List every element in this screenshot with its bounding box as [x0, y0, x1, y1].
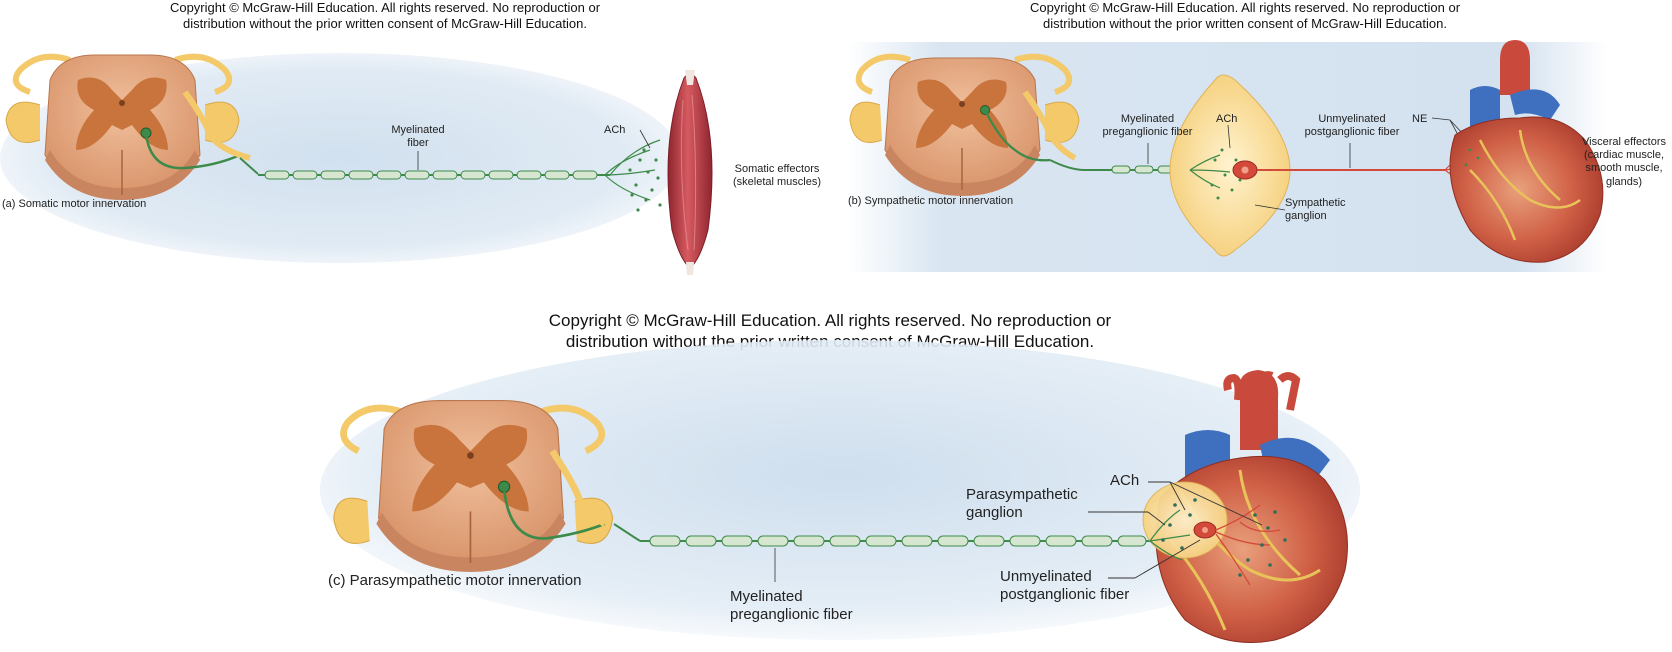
label-line: glands) — [1605, 175, 1643, 188]
sympathetic-ganglion-label: Sympathetic ganglion — [1285, 197, 1346, 223]
panel-c-caption: (c) Parasympathetic motor innervation — [328, 572, 581, 590]
ach-label-c: ACh — [1110, 472, 1139, 490]
label-line: Myelinated — [1120, 113, 1175, 125]
label-line: postganglionic fiber — [1304, 126, 1400, 139]
label-line: fiber — [407, 137, 429, 150]
ach-label-a: ACh — [604, 124, 625, 137]
copyright-line2: distribution without the prior written c… — [183, 16, 587, 32]
copyright-notice-a: Copyright © McGraw-Hill Education. All r… — [120, 0, 650, 33]
heart-b — [1449, 40, 1604, 263]
ne-label: NE — [1412, 113, 1427, 126]
copyright-line1: Copyright © McGraw-Hill Education. All r… — [548, 311, 1112, 330]
myelinated-fiber-a — [239, 129, 662, 212]
preganglionic-fiber-b — [1049, 143, 1190, 174]
label-line: Parasympathetic — [966, 486, 1078, 503]
label-line: ACh — [604, 124, 626, 136]
panel-b-caption: (b) Sympathetic motor innervation — [848, 195, 1013, 208]
spinal-cord-b — [849, 53, 1080, 196]
label-line: Unmyelinated — [1318, 113, 1386, 125]
caption-text: (c) Parasympathetic motor innervation — [328, 572, 582, 589]
label-line: preganglionic fiber — [730, 606, 853, 623]
somatic-effectors-label: Somatic effectors (skeletal muscles) — [722, 163, 832, 189]
copyright-notice-b: Copyright © McGraw-Hill Education. All r… — [980, 0, 1510, 33]
copyright-line1: Copyright © McGraw-Hill Education. All r… — [1029, 0, 1461, 15]
label-line: ganglion — [966, 504, 1023, 521]
spinal-cord-a — [5, 53, 251, 200]
label-line: Myelinated — [391, 124, 445, 136]
label-line: Unmyelinated — [1000, 568, 1092, 585]
label-line: (cardiac muscle, — [1583, 149, 1665, 162]
label-line: ganglion — [1285, 210, 1327, 223]
caption-text: (b) Sympathetic motor innervation — [848, 195, 1014, 207]
label-line: (skeletal muscles) — [732, 176, 822, 189]
parasympathetic-ganglion-label: Parasympathetic ganglion — [966, 486, 1078, 522]
preganglionic-fiber-label-c: Myelinated preganglionic fiber — [730, 588, 853, 624]
sympathetic-ganglion — [1169, 74, 1291, 257]
label-line: Myelinated — [730, 588, 803, 605]
visceral-effectors-label: Visceral effectors (cardiac muscle, smoo… — [1578, 136, 1670, 189]
copyright-line1: Copyright © McGraw-Hill Education. All r… — [169, 0, 601, 15]
copyright-line2: distribution without the prior written c… — [1043, 16, 1447, 32]
label-line: preganglionic fiber — [1102, 126, 1193, 139]
ach-label-b: ACh — [1216, 113, 1237, 126]
skeletal-muscle — [667, 70, 713, 275]
label-line: Somatic effectors — [734, 163, 820, 175]
myelinated-fiber-label-a: Myelinated fiber — [378, 124, 458, 150]
panel-b-illustration — [848, 40, 1608, 272]
preganglionic-fiber-label-b: Myelinated preganglionic fiber — [1080, 113, 1215, 139]
postganglionic-fiber-label-c: Unmyelinated postganglionic fiber — [1000, 568, 1129, 604]
label-line: Visceral effectors — [1582, 136, 1666, 148]
label-line: ACh — [1216, 113, 1238, 125]
preganglionic-fiber-c — [613, 523, 1150, 582]
spinal-cord-c — [333, 400, 614, 572]
postganglionic-fiber-label-b: Unmyelinated postganglionic fiber — [1282, 113, 1422, 139]
label-line: ACh — [1110, 472, 1140, 489]
panel-c-illustration — [320, 340, 1360, 643]
label-line: NE — [1412, 113, 1428, 125]
caption-text: (a) Somatic motor innervation — [2, 198, 147, 210]
parasympathetic-ganglion — [1088, 481, 1287, 586]
panel-a-illustration — [0, 53, 713, 275]
panel-a-caption: (a) Somatic motor innervation — [2, 198, 146, 211]
label-line: smooth muscle, — [1585, 162, 1663, 175]
label-line: Sympathetic — [1285, 197, 1346, 209]
label-line: postganglionic fiber — [1000, 586, 1130, 603]
